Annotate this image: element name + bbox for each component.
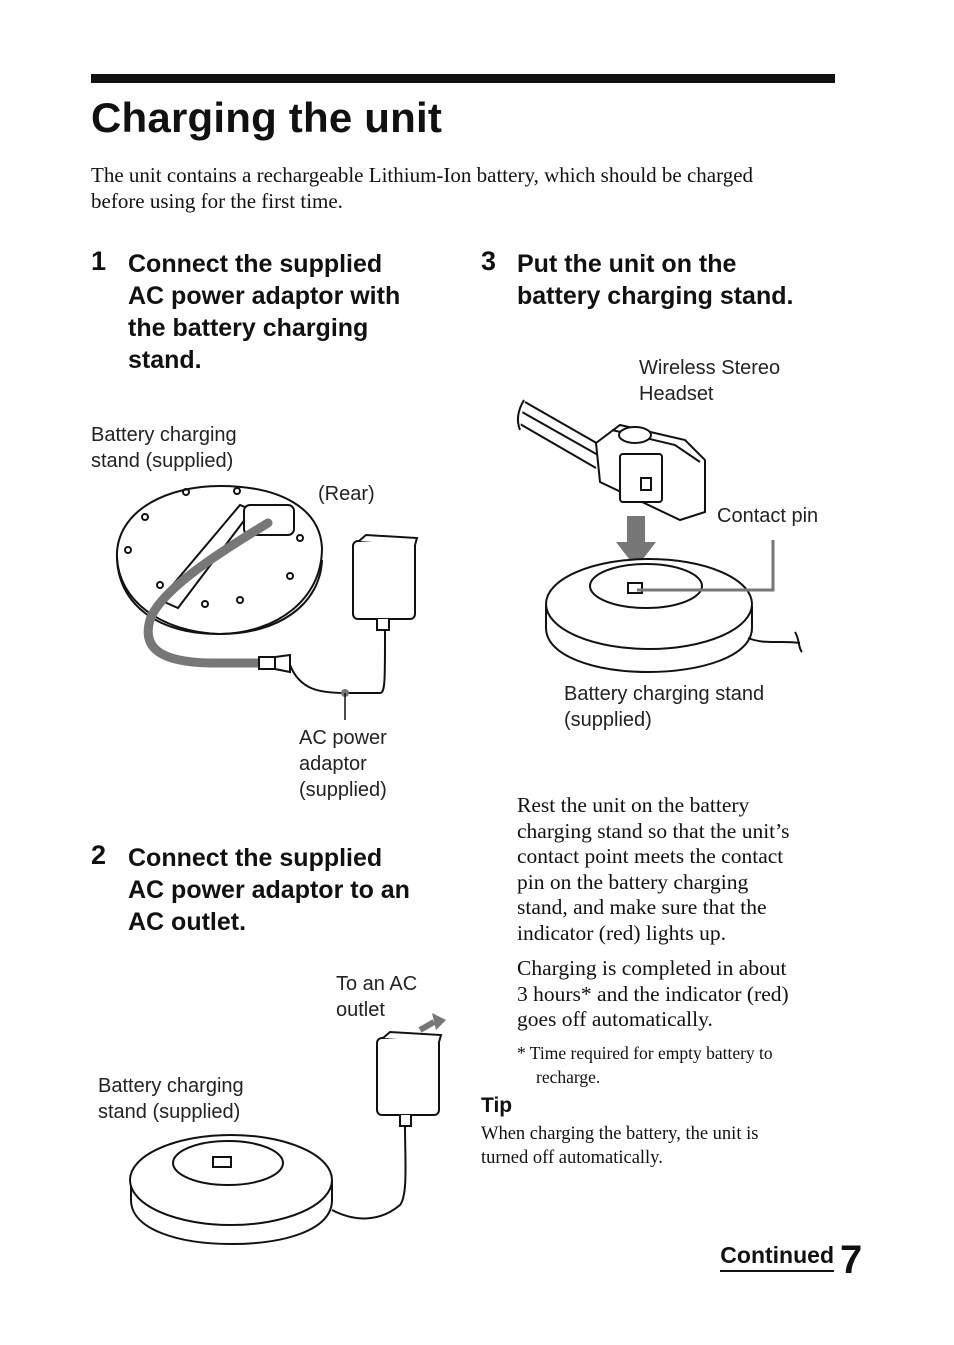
fig3-down-arrowhead: [616, 542, 656, 568]
step-2-line: AC power adaptor to an: [128, 876, 410, 904]
fig2-stand-label-line: Battery charging: [98, 1075, 244, 1097]
body-line: pin on the battery charging: [517, 869, 749, 894]
fig3-contact-leader: [637, 540, 775, 592]
fig3-stand-illustration: [545, 558, 753, 674]
fig3-headset-label-line: Wireless Stereo: [639, 357, 781, 379]
fig2-outlet-label-line: To an AC: [336, 973, 418, 995]
fig3-contact-pin-label: Contact pin: [717, 505, 819, 527]
step-3-body-2: Charging is completed in about 3 hours* …: [517, 956, 789, 1033]
fig1-cable: [143, 518, 273, 668]
fig3-stand-cord: [747, 637, 801, 644]
fig2-stand-label: Battery charging stand (supplied): [98, 1073, 244, 1125]
tip-line: When charging the battery, the unit is: [481, 1124, 759, 1144]
footnote-line: * Time required for empty battery to: [517, 1043, 773, 1063]
fig1-adaptor-label-line: (supplied): [299, 779, 387, 801]
fig1-adaptor-label-line: AC power: [299, 727, 387, 749]
body-line: Rest the unit on the battery: [517, 793, 750, 817]
footnote-line: recharge.: [536, 1067, 601, 1087]
step-2-number: 2: [91, 840, 107, 870]
fig3-headset-label-line: Headset: [639, 383, 714, 405]
fig3-stand-label-line: (supplied): [564, 709, 652, 731]
step-1-line: stand.: [128, 346, 202, 374]
fig1-stand-label-line: Battery charging: [91, 424, 237, 446]
step-3-body: Rest the unit on the battery charging st…: [517, 793, 790, 946]
step-3-line: Put the unit on the: [517, 250, 737, 278]
fig1-adaptor-cord: [289, 620, 386, 694]
step-2-line: AC outlet.: [128, 908, 247, 936]
step-3-line: battery charging stand.: [517, 282, 794, 310]
tip-line: turned off automatically.: [481, 1148, 663, 1168]
fig3-stand-label: Battery charging stand (supplied): [564, 681, 764, 733]
body-line: stand, and make sure that the: [517, 895, 767, 919]
step-3-heading: Put the unit on the battery charging sta…: [517, 248, 793, 312]
body-line: contact point meets the contact: [517, 844, 784, 868]
top-rule: [91, 74, 835, 83]
body-line: indicator (red) lights up.: [517, 920, 726, 945]
fig2-cord: [331, 1124, 407, 1220]
fig2-outlet-arrow: [418, 1019, 436, 1033]
step-1-line: the battery charging: [128, 314, 369, 342]
body-line: Charging is completed in about: [517, 956, 787, 980]
step-2-line: Connect the supplied: [128, 844, 383, 872]
body-line: charging stand so that the unit’s: [517, 818, 790, 843]
fig3-cord-break: [794, 631, 803, 653]
fig1-stand-label: Battery charging stand (supplied): [91, 422, 237, 474]
step-1-line: Connect the supplied: [128, 250, 383, 278]
fig3-headset-illustration: [516, 399, 706, 522]
fig2-ac-adaptor: [376, 1030, 443, 1127]
page-title: Charging the unit: [91, 94, 443, 141]
fig3-stand-label-line: Battery charging stand: [564, 683, 765, 705]
step-3-number: 3: [481, 246, 497, 276]
fig2-stand-illustration: [129, 1134, 333, 1246]
fig2-outlet-arrowhead: [432, 1013, 446, 1030]
page-number: 7: [840, 1238, 863, 1282]
fig1-adaptor-label: AC power adaptor (supplied): [299, 725, 387, 803]
fig3-headset-label: Wireless Stereo Headset: [639, 355, 780, 407]
body-line: 3 hours* and the indicator (red): [517, 981, 789, 1006]
fig2-outlet-label: To an AC outlet: [336, 971, 417, 1023]
continued-label: Continued: [720, 1242, 834, 1272]
fig1-stand-label-line: stand (supplied): [91, 450, 234, 472]
footnote: * Time required for empty battery to rec…: [517, 1041, 773, 1089]
step-1-number: 1: [91, 246, 107, 276]
tip-text: When charging the battery, the unit is t…: [481, 1122, 758, 1170]
step-2-heading: Connect the supplied AC power adaptor to…: [128, 842, 410, 938]
fig1-ac-adaptor: [352, 533, 419, 631]
body-line: goes off automatically.: [517, 1007, 713, 1031]
step-1-heading: Connect the supplied AC power adaptor wi…: [128, 248, 400, 376]
fig2-stand-label-line: stand (supplied): [98, 1101, 241, 1123]
fig2-outlet-label-line: outlet: [336, 999, 385, 1021]
intro-paragraph: The unit contains a rechargeable Lithium…: [91, 163, 754, 213]
fig1-plug: [258, 653, 291, 674]
tip-heading: Tip: [481, 1094, 513, 1117]
step-1-line: AC power adaptor with: [128, 282, 401, 310]
fig1-adaptor-label-line: adaptor: [299, 753, 367, 775]
fig1-rear-label: (Rear): [318, 483, 375, 505]
